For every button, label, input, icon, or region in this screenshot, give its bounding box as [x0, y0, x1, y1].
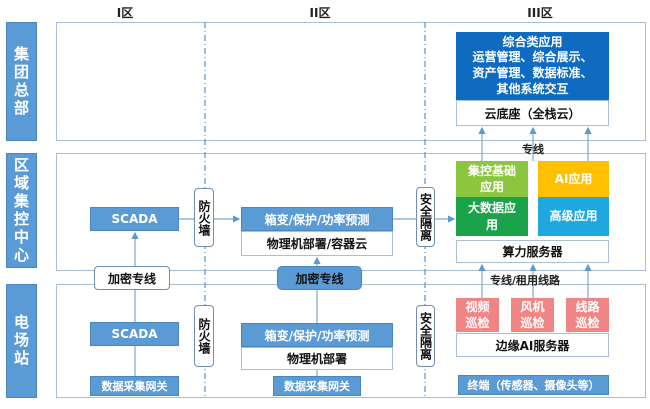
- zone-1-header: I区: [116, 6, 134, 20]
- tile-bigdata-apps: 大数据应用: [456, 197, 528, 236]
- gateway-2: 数据采集网关: [273, 376, 361, 396]
- edge-ai-server: 边缘AI服务器: [456, 333, 609, 357]
- integrated-apps-line: 其他系统交互: [496, 81, 569, 96]
- regional-isolation: 安全隔离: [416, 187, 435, 247]
- level-station-label: 电场站: [6, 284, 37, 398]
- tile-basic-apps: 集控基础应用: [456, 161, 528, 197]
- hq-link-label: 专线: [522, 143, 544, 156]
- station-link-label: 专线/租用线路: [490, 274, 561, 287]
- level-hq-label: 集团总部: [6, 22, 37, 141]
- regional-box-title: 箱变/保护/功率预测: [241, 207, 393, 231]
- turbine-inspection: 风机巡检: [511, 298, 554, 332]
- station-box-title: 箱变/保护/功率预测: [241, 323, 393, 347]
- video-inspection: 视频巡检: [456, 298, 499, 332]
- gateway-1: 数据采集网关: [90, 376, 179, 396]
- regional-firewall: 防火墙: [194, 188, 214, 247]
- cloud-base-box: 云底座（全栈云）: [456, 100, 609, 126]
- station-box-sub: 物理机部署: [241, 347, 393, 370]
- line-inspection: 线路巡检: [566, 298, 609, 332]
- encrypted-link-left: 加密专线: [94, 266, 170, 290]
- regional-box-sub: 物理机部署/容器云: [241, 231, 393, 256]
- compute-server-box: 算力服务器: [456, 240, 609, 263]
- station-firewall: 防火墙: [194, 305, 214, 367]
- tile-advanced-apps: 高级应用: [538, 197, 609, 236]
- terminal-box: 终端（传感器、摄像头等）: [458, 375, 609, 395]
- encrypted-link-mid: 加密专线: [277, 266, 362, 290]
- zone-3-header: III区: [527, 6, 553, 20]
- integrated-apps-line: 运营管理、综合展示、: [472, 50, 593, 65]
- integrated-apps-title: 综合类应用: [502, 34, 563, 49]
- level-regional-label: 区域集控中心: [6, 153, 37, 268]
- station-isolation: 安全隔离: [416, 305, 435, 367]
- integrated-apps-line: 资产管理、数据标准、: [472, 66, 593, 80]
- integrated-apps-box: 综合类应用 运营管理、综合展示、 资产管理、数据标准、 其他系统交互: [456, 32, 609, 100]
- regional-scada-box: SCADA: [90, 207, 179, 231]
- tile-ai-apps: AI应用: [538, 161, 609, 197]
- station-scada-box: SCADA: [90, 322, 179, 346]
- zone-2-header: II区: [309, 6, 331, 20]
